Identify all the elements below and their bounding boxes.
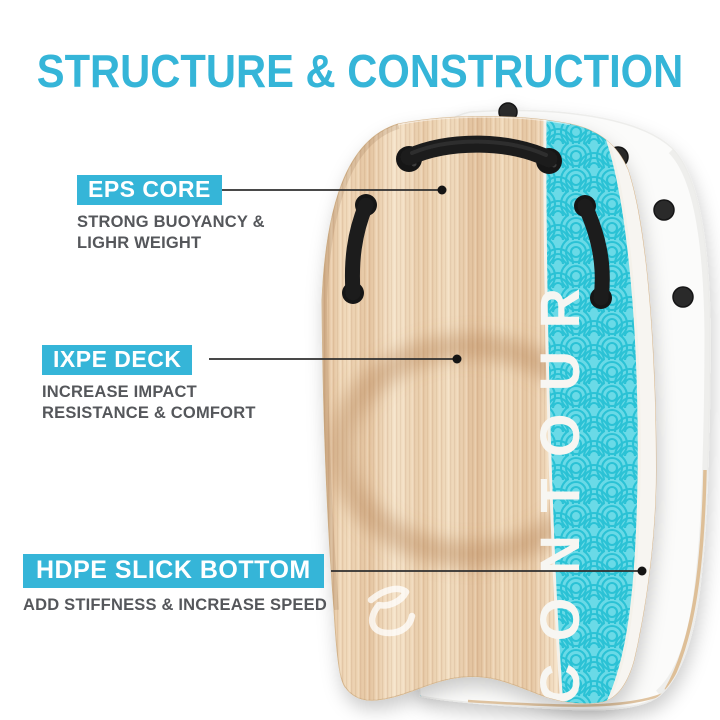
front-board: CONTOUR (321, 116, 657, 704)
leader-dots (437, 185, 647, 576)
callout-hdpe-slick-bottom: HDPE SLICK BOTTOM ADD STIFFNESS & INCREA… (23, 554, 327, 616)
callout-eps-core: EPS CORE STRONG BUOYANCY & LIGHR WEIGHT (77, 175, 265, 254)
callout-label-hdpe-slick-bottom: HDPE SLICK BOTTOM (23, 554, 324, 588)
leader-dot-eps-core (437, 185, 447, 195)
callout-desc-line: STRONG BUOYANCY & (77, 213, 265, 231)
page-title: STRUCTURE & CONSTRUCTION (36, 46, 684, 98)
brand-logo-icon (367, 585, 416, 637)
callout-desc-eps-core: STRONG BUOYANCY & LIGHR WEIGHT (77, 212, 265, 254)
front-board-top-highlight (397, 116, 571, 126)
back-board-rail-line (664, 469, 707, 691)
callout-desc-line: LIGHR WEIGHT (77, 234, 202, 252)
handle-top (396, 135, 562, 174)
front-board-edge-shading (322, 119, 400, 611)
leader-dot-ixpe-deck (452, 354, 462, 364)
back-board-bottom-rail-line (467, 690, 669, 707)
brand-text: CONTOUR (528, 274, 591, 704)
callout-label-eps-core: EPS CORE (77, 175, 222, 205)
handle-right (574, 195, 612, 309)
leader-dot-hdpe-slick-bottom (637, 566, 647, 576)
front-board-white-rail (598, 116, 656, 704)
callout-desc-ixpe-deck: INCREASE IMPACT RESISTANCE & COMFORT (42, 382, 256, 424)
leader-lines (209, 189, 642, 572)
callout-desc-line: ADD STIFFNESS & INCREASE SPEED (23, 596, 327, 614)
callout-desc-line: RESISTANCE & COMFORT (42, 404, 256, 422)
callout-ixpe-deck: IXPE DECK INCREASE IMPACT RESISTANCE & C… (42, 345, 256, 424)
plug-dot-icon (672, 286, 694, 308)
callout-desc-hdpe-slick-bottom: ADD STIFFNESS & INCREASE SPEED (23, 595, 327, 616)
plug-dot-icon (653, 199, 675, 221)
callout-label-ixpe-deck: IXPE DECK (42, 345, 193, 375)
callout-desc-line: INCREASE IMPACT (42, 383, 197, 401)
back-board-edge-shading (655, 146, 710, 698)
handle-left (342, 194, 377, 304)
